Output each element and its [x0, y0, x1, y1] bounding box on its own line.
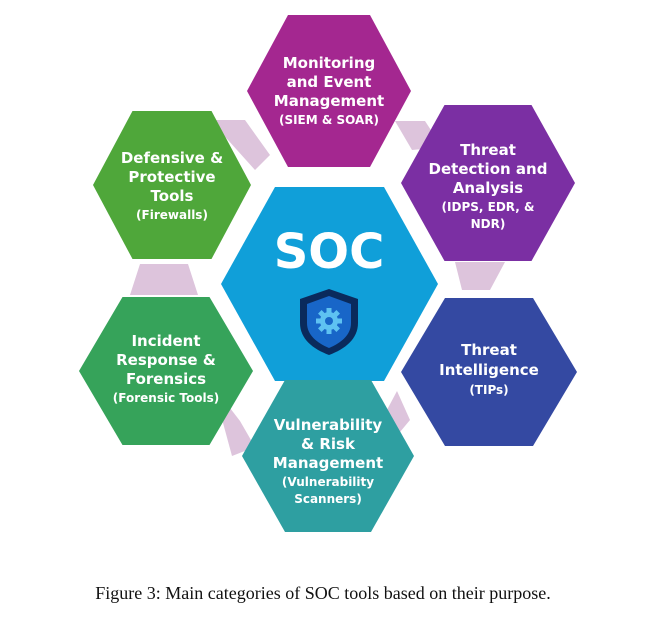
figure-caption: Figure 3: Main categories of SOC tools b…: [95, 583, 551, 603]
node-hexagon: [93, 111, 251, 259]
node-subtitle-line: (SIEM & SOAR): [279, 113, 379, 127]
node-subtitle-line: (Firewalls): [136, 208, 208, 222]
node-title-line: Analysis: [453, 179, 523, 197]
node-title-line: Management: [274, 92, 384, 110]
center-node-soc: SOC: [221, 187, 438, 381]
node-title-line: Threat: [461, 341, 517, 359]
node-title-line: Detection and: [429, 160, 548, 178]
node-title-line: Tools: [151, 187, 194, 205]
node-subtitle-line: NDR): [471, 217, 506, 231]
center-hexagon: [221, 187, 438, 381]
shield-gear-icon: [300, 289, 358, 355]
node-hexagon: [401, 298, 577, 446]
node-hexagon: [242, 380, 414, 532]
node-subtitle-line: Scanners): [294, 492, 362, 506]
node-title-line: & Risk: [301, 435, 356, 453]
node-title-line: Protective: [128, 168, 215, 186]
connector-band-2: [455, 262, 505, 290]
connector-band-5: [130, 264, 198, 295]
node-subtitle-line: (IDPS, EDR, &: [442, 200, 535, 214]
node-subtitle-line: (TIPs): [469, 383, 508, 397]
node-title-line: Management: [273, 454, 383, 472]
node-title-line: Defensive &: [121, 149, 223, 167]
node-title-line: Vulnerability: [274, 416, 383, 434]
node-title-line: Incident: [131, 332, 200, 350]
node-subtitle-line: (Forensic Tools): [113, 391, 219, 405]
node-hexagon: [401, 105, 575, 261]
node-hexagon: [79, 297, 253, 445]
node-title-line: and Event: [287, 73, 372, 91]
node-title-line: Response &: [116, 351, 216, 369]
node-title-line: Forensics: [126, 370, 206, 388]
node-title-line: Intelligence: [439, 361, 539, 379]
node-hexagon: [247, 15, 411, 167]
node-title-line: Threat: [460, 141, 516, 159]
center-title: SOC: [274, 224, 385, 280]
connector-band-6: [210, 120, 270, 170]
node-subtitle-line: (Vulnerability: [282, 475, 374, 489]
node-title-line: Monitoring: [283, 54, 375, 72]
